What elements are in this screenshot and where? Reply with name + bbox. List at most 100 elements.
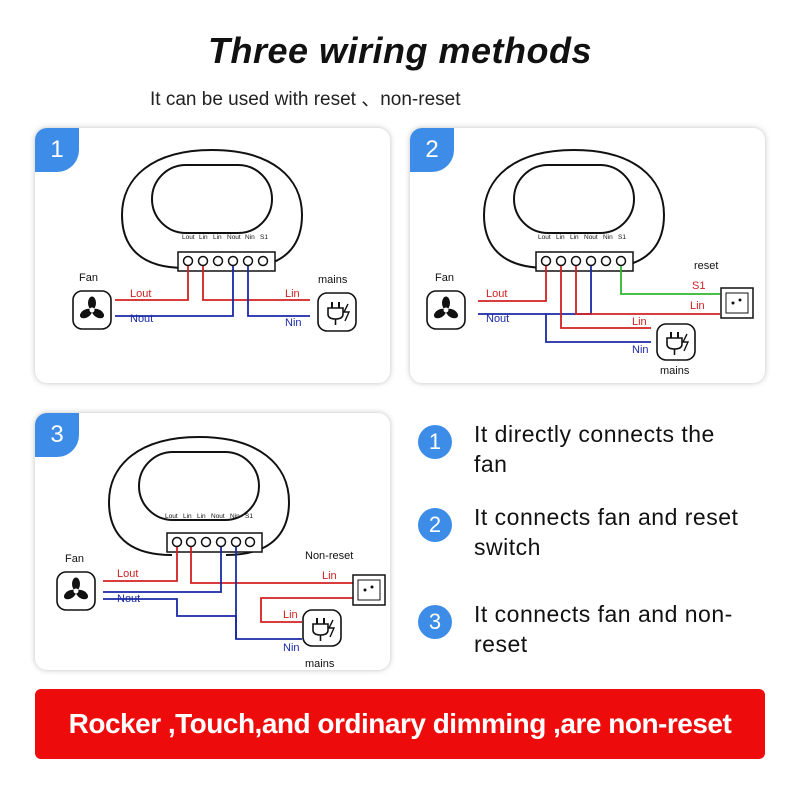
wire-label: Nout bbox=[486, 313, 509, 325]
terminal-screw bbox=[540, 255, 552, 267]
terminal-screw bbox=[570, 255, 582, 267]
terminal-screw bbox=[182, 255, 194, 267]
reset-switch-icon bbox=[720, 287, 754, 319]
terminal-label: Lin bbox=[199, 234, 208, 241]
wire-label: Nin bbox=[283, 642, 300, 654]
terminal-label: Nin bbox=[230, 513, 240, 520]
terminal-screw bbox=[230, 536, 242, 548]
wiring-panel-2: 2 Lout Lin Lin Nout Nin S1 Lout Nout S1 … bbox=[410, 128, 765, 383]
fan-label: Fan bbox=[79, 272, 98, 284]
wire-lout bbox=[478, 266, 547, 302]
mains-label: mains bbox=[305, 658, 335, 670]
terminal-screw bbox=[215, 536, 227, 548]
legend-text: It connects fan and reset switch bbox=[474, 504, 739, 560]
terminal-label: Lin bbox=[556, 234, 565, 241]
non-reset-switch-icon bbox=[352, 574, 386, 606]
panel-number-badge: 1 bbox=[35, 128, 79, 172]
terminal-screw bbox=[200, 536, 212, 548]
legend-number-badge: 2 bbox=[418, 508, 452, 542]
wire-label: Nout bbox=[130, 313, 153, 325]
wire-lin-mains bbox=[260, 597, 353, 623]
mains-label: mains bbox=[660, 365, 690, 377]
controller-outline bbox=[107, 435, 291, 556]
panel-number-badge: 2 bbox=[410, 128, 454, 172]
wire-label: Lin bbox=[322, 570, 337, 582]
terminal-label: Lout bbox=[182, 234, 195, 241]
wire-nout bbox=[115, 266, 234, 317]
controller-screen bbox=[151, 164, 273, 234]
terminal-screw bbox=[585, 255, 597, 267]
terminal-screw bbox=[227, 255, 239, 267]
terminal-screw bbox=[257, 255, 269, 267]
controller-screen bbox=[138, 451, 260, 521]
wire-lin bbox=[202, 266, 310, 301]
terminal-label: S1 bbox=[245, 513, 253, 520]
wire-label: Lout bbox=[130, 288, 151, 300]
fan-icon bbox=[426, 290, 466, 330]
controller-outline bbox=[120, 148, 304, 269]
wire-s1 bbox=[620, 266, 720, 295]
warning-banner: Rocker ,Touch,and ordinary dimming ,are … bbox=[35, 689, 765, 759]
wire-nout-a bbox=[103, 547, 222, 593]
wiring-diagram-3: Lout Lin Lin Nout Nin S1 Lout Nout Lin L… bbox=[56, 435, 386, 670]
wire-lout bbox=[115, 266, 189, 301]
terminal-screw bbox=[185, 536, 197, 548]
wire-label: Lout bbox=[117, 568, 138, 580]
terminal-label: Nout bbox=[227, 234, 241, 241]
legend-text: It directly connects the fan bbox=[474, 421, 715, 477]
wire-label: Lin bbox=[285, 288, 300, 300]
fan-icon bbox=[72, 290, 112, 330]
banner-text: Rocker ,Touch,and ordinary dimming ,are … bbox=[68, 708, 732, 739]
wire-label: Nin bbox=[285, 317, 302, 329]
page-title: Three wiring methods bbox=[207, 30, 593, 71]
wire-label: Lin bbox=[690, 300, 705, 312]
legend-text: It connects fan and non-reset bbox=[474, 601, 733, 657]
terminal-label: Nout bbox=[211, 513, 225, 520]
switch-label: Non-reset bbox=[305, 550, 353, 562]
wire-label: Lin bbox=[283, 609, 298, 621]
switch-label: reset bbox=[694, 260, 718, 272]
wire-lout bbox=[103, 547, 178, 582]
wire-label: Lout bbox=[486, 288, 507, 300]
terminal-screw bbox=[171, 536, 183, 548]
wiring-diagram-2: Lout Lin Lin Nout Nin S1 Lout Nout S1 Li… bbox=[426, 148, 754, 377]
terminal-screw bbox=[615, 255, 627, 267]
wire-label: Nin bbox=[632, 344, 649, 356]
terminal-label: S1 bbox=[260, 234, 268, 241]
terminal-label: Lin bbox=[197, 513, 206, 520]
plug-icon bbox=[656, 323, 696, 361]
wire-label: Nout bbox=[117, 593, 140, 605]
terminal-label: Lin bbox=[570, 234, 579, 241]
terminal-label: Nin bbox=[603, 234, 613, 241]
wire-lin-switch bbox=[575, 266, 720, 315]
terminal-screw bbox=[242, 255, 254, 267]
terminal-label: Nin bbox=[245, 234, 255, 241]
fan-label: Fan bbox=[65, 553, 84, 565]
wire-nin bbox=[247, 266, 310, 317]
legend-number-badge: 3 bbox=[418, 605, 452, 639]
terminal-label: Lin bbox=[213, 234, 222, 241]
wire-label: S1 bbox=[692, 280, 705, 292]
wire-lin-switch bbox=[190, 547, 353, 584]
fan-label: Fan bbox=[435, 272, 454, 284]
plug-icon bbox=[317, 292, 357, 332]
terminal-screw bbox=[555, 255, 567, 267]
mains-label: mains bbox=[318, 274, 348, 286]
terminal-label: Lout bbox=[538, 234, 551, 241]
panel-number-badge: 3 bbox=[35, 413, 79, 457]
wire-lin-mains bbox=[560, 266, 651, 329]
terminal-label: S1 bbox=[618, 234, 626, 241]
controller-outline bbox=[482, 148, 666, 269]
wire-label: Lin bbox=[632, 316, 647, 328]
terminal-screw bbox=[600, 255, 612, 267]
page-subtitle: It can be used with reset 、non-reset bbox=[150, 89, 461, 110]
plug-icon bbox=[302, 609, 342, 647]
wiring-diagram-1: Lout Lin Lin Nout Nin S1 Lout Nout Lin N… bbox=[72, 148, 357, 332]
terminal-screw bbox=[197, 255, 209, 267]
wire-nout-nin bbox=[103, 598, 302, 640]
terminal-label: Lin bbox=[183, 513, 192, 520]
wiring-panel-3: 3 Lout Lin Lin Nout Nin S1 Lout Nout Lin… bbox=[35, 413, 390, 670]
legend-number-badge: 1 bbox=[418, 425, 452, 459]
terminal-screw bbox=[244, 536, 256, 548]
controller-screen bbox=[513, 164, 635, 234]
